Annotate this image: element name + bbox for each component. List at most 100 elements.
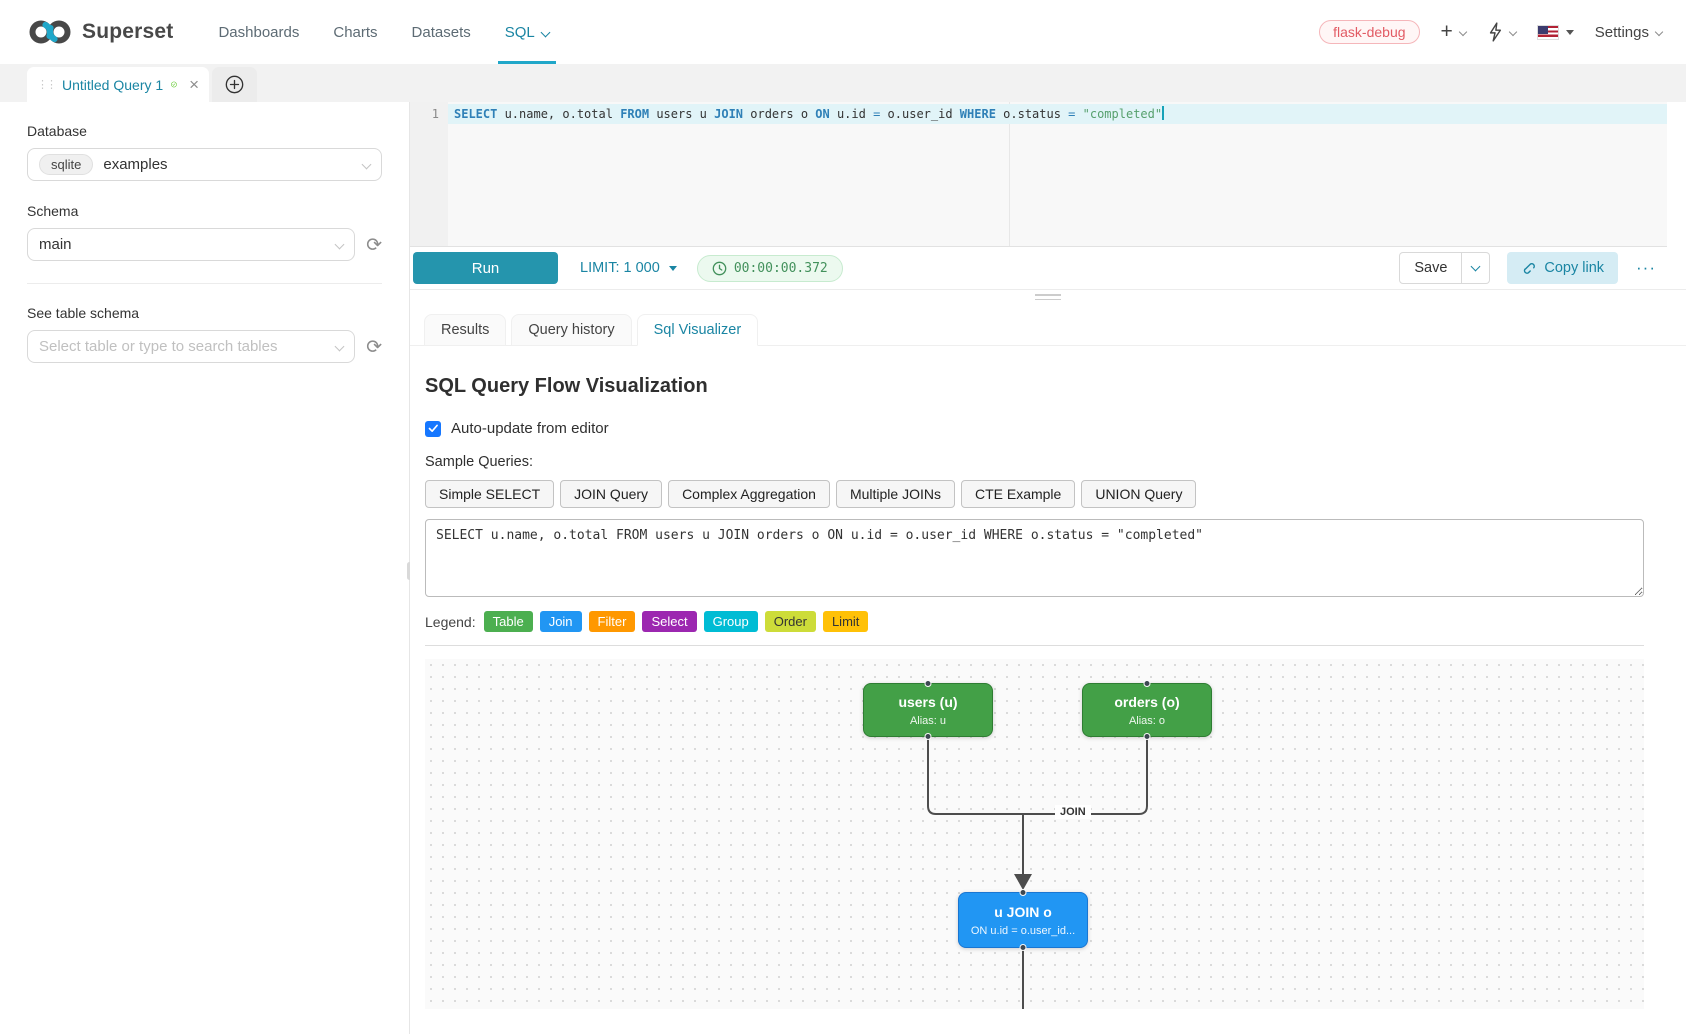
database-engine-tag: sqlite [39, 154, 94, 175]
flow-node-orders[interactable]: orders (o) Alias: o [1082, 680, 1212, 740]
editor-code-area[interactable]: SELECT u.name, o.total FROM users u JOIN… [448, 102, 1667, 246]
refresh-schema-icon[interactable]: ⟳ [366, 233, 382, 256]
tab-query-history[interactable]: Query history [511, 314, 632, 346]
sql-token: users u [649, 107, 715, 121]
legend-label: Legend: [425, 613, 476, 630]
database-value: examples [103, 156, 168, 173]
join-edge-label: JOIN [1055, 805, 1091, 819]
refresh-tables-icon[interactable]: ⟳ [366, 335, 382, 358]
sql-token: ON [815, 107, 830, 121]
sql-token: o.user_id [887, 107, 960, 121]
flow-edges [927, 737, 1148, 1009]
legend-chip-limit: Limit [822, 611, 869, 632]
schema-value: main [39, 236, 72, 253]
new-tab-button[interactable] [212, 67, 257, 102]
sample-query-button-complex-aggregation[interactable]: Complex Aggregation [668, 480, 830, 508]
toolbar-right: Save Copy link ··· [1399, 252, 1656, 284]
add-tab-icon [225, 75, 244, 94]
sample-query-button-simple-select[interactable]: Simple SELECT [425, 480, 555, 508]
sql-token: u.id [829, 107, 874, 121]
save-button[interactable]: Save [1399, 252, 1463, 284]
caret-down-icon [668, 265, 677, 271]
legend-chip-filter: Filter [588, 611, 636, 632]
sql-token: o.status [995, 107, 1069, 121]
flow-node-subtitle: Alias: o [1128, 714, 1166, 727]
node-handle-top[interactable] [1019, 889, 1027, 896]
sql-token: WHERE [959, 107, 996, 121]
tab-sql-visualizer[interactable]: Sql Visualizer [636, 314, 759, 346]
run-button[interactable]: Run [413, 252, 558, 284]
nav-item-label: Datasets [411, 23, 471, 41]
legend-chip-table: Table [483, 611, 533, 632]
text-cursor [1162, 106, 1165, 120]
node-handle-bottom[interactable] [1019, 944, 1027, 951]
chevron-down-icon [361, 159, 372, 170]
node-handle-bottom[interactable] [1143, 733, 1151, 740]
sample-query-button-join-query[interactable]: JOIN Query [560, 480, 663, 508]
flow-node-title: u JOIN o [994, 903, 1052, 920]
sql-token: FROM [620, 107, 650, 121]
legend-chip-order: Order [764, 611, 816, 632]
flow-node-title: orders (o) [1114, 693, 1180, 710]
query-tab[interactable]: ⋮⋮ Untitled Query 1 × [27, 67, 209, 102]
flow-node-users[interactable]: users (u)Alias: u [863, 680, 993, 740]
tab-results[interactable]: Results [424, 314, 507, 346]
legend-chip-select: Select [642, 611, 697, 632]
chevron-down-icon [334, 239, 345, 250]
node-handle-top[interactable] [924, 680, 932, 687]
flow-node-subtitle: Alias: u [909, 714, 947, 727]
superset-logo-icon [29, 20, 71, 44]
save-dropdown-button[interactable] [1462, 252, 1491, 284]
chevron-down-icon [1470, 261, 1481, 272]
node-handle-top[interactable] [1143, 680, 1151, 687]
table-schema-label: See table schema [27, 305, 140, 321]
sql-token: = [873, 107, 888, 121]
sidebar-resize-handle[interactable] [407, 562, 412, 580]
sample-query-button-cte-example[interactable]: CTE Example [960, 480, 1076, 508]
sample-query-button-union-query[interactable]: UNION Query [1081, 480, 1197, 508]
sql-editor[interactable]: 1 SELECT u.name, o.total FROM users u JO… [410, 102, 1667, 247]
limit-dropdown[interactable]: LIMIT: 1 000 [580, 260, 677, 276]
us-flag-icon [1536, 24, 1559, 40]
nav-item-charts[interactable]: Charts [316, 0, 394, 64]
new-item-menu[interactable]: + [1441, 21, 1468, 42]
copy-link-label: Copy link [1544, 260, 1605, 276]
query-flow-canvas[interactable]: JOIN users (u)Alias: u orders (o) Alias: o… [425, 659, 1644, 1009]
pane-resize-handle[interactable] [1035, 294, 1061, 303]
nav-item-sql[interactable]: SQL [488, 0, 566, 64]
superset-logo[interactable]: Superset [27, 17, 173, 47]
copy-link-button[interactable]: Copy link [1507, 252, 1619, 284]
content-divider [425, 645, 1644, 646]
nav-item-dashboards[interactable]: Dashboards [201, 0, 316, 64]
limit-label: LIMIT: [580, 260, 620, 276]
env-badge: flask-debug [1319, 20, 1420, 44]
query-tab-label: Untitled Query 1 [62, 76, 164, 93]
auto-update-checkbox[interactable] [425, 420, 441, 437]
language-picker[interactable] [1536, 24, 1574, 40]
clock-icon [712, 261, 727, 275]
auto-update-row[interactable]: Auto-update from editor [425, 420, 1686, 437]
workspace: Database sqlite examples Schema main ⟳ S… [0, 102, 1686, 1034]
more-actions-button[interactable]: ··· [1636, 258, 1656, 277]
query-saved-check-icon [171, 81, 177, 88]
node-handle-bottom[interactable] [924, 733, 932, 740]
legend-chip-join: Join [539, 611, 582, 632]
nav-item-datasets[interactable]: Datasets [395, 0, 488, 64]
timer-value: 00:00:00.372 [733, 260, 828, 276]
sidebar-divider [27, 283, 382, 284]
database-select[interactable]: sqlite examples [27, 148, 382, 181]
table-select[interactable]: Select table or type to search tables [27, 330, 356, 363]
settings-menu[interactable]: Settings [1595, 24, 1664, 41]
schema-select[interactable]: main [27, 228, 356, 261]
visualizer-sql-input[interactable]: SELECT u.name, o.total FROM users u JOIN… [425, 519, 1644, 597]
chevron-down-icon [1508, 27, 1518, 37]
close-tab-icon[interactable]: × [189, 74, 199, 94]
sample-query-button-multiple-joins[interactable]: Multiple JOINs [835, 480, 955, 508]
query-search-menu[interactable] [1487, 21, 1518, 43]
chevron-down-icon [334, 341, 345, 352]
sql-token: = [1068, 107, 1083, 121]
chevron-down-icon [1654, 27, 1664, 37]
drag-handle-icon[interactable]: ⋮⋮ [37, 79, 57, 91]
